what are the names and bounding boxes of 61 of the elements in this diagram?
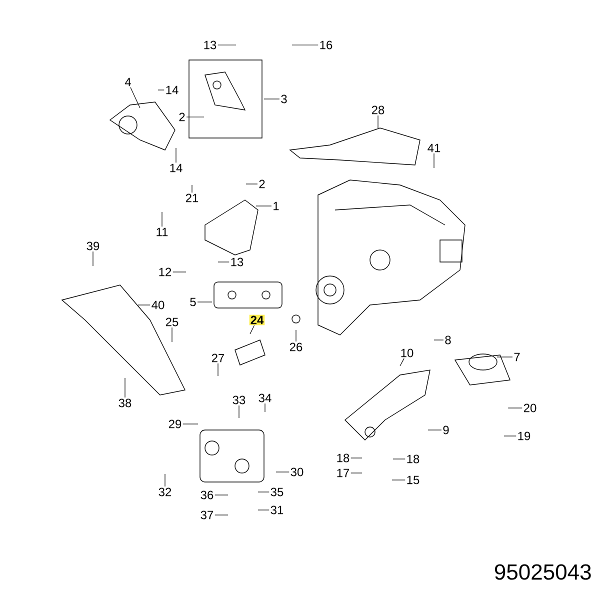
callout-number: 5: [190, 298, 196, 306]
callout-number: 38: [118, 398, 132, 408]
callout-number: 2: [259, 180, 265, 188]
leader-line: [264, 403, 266, 412]
callout-number: 26: [290, 342, 302, 352]
callout-number: 16: [320, 40, 332, 50]
leader-line: [124, 378, 126, 398]
leader-line: [292, 44, 318, 46]
callout-number: 33: [232, 396, 246, 404]
callout-number: 12: [159, 268, 172, 276]
callout-number: 40: [152, 300, 164, 310]
leader-line: [238, 405, 240, 418]
callout-number: 2: [179, 112, 185, 122]
part-number: 95025043: [494, 564, 591, 580]
callout-number: 20: [524, 404, 536, 412]
callout-number: 18: [337, 454, 350, 462]
leader-line: [350, 472, 362, 474]
leader-line: [130, 87, 140, 108]
callout-number: 32: [158, 488, 172, 496]
callout-number: 36: [200, 490, 214, 500]
callout-number: 15: [407, 476, 420, 484]
leader-line: [164, 474, 166, 487]
leader-line: [250, 325, 255, 334]
callout-number: 13: [231, 258, 244, 266]
callout-number: 31: [270, 506, 284, 514]
leader-line: [392, 458, 406, 460]
callout-number: 19: [518, 432, 530, 440]
leader-line: [214, 514, 228, 516]
callout-number: 30: [290, 468, 304, 476]
callout-number: 4: [124, 78, 131, 86]
callout-number: 3: [281, 94, 287, 104]
leader-line: [186, 116, 204, 118]
leader-line: [264, 98, 280, 100]
leader-line: [214, 494, 228, 496]
callout-number: 13: [204, 40, 216, 50]
leader-line: [218, 44, 236, 46]
callout-number: 29: [168, 420, 182, 428]
leader-line: [138, 304, 150, 306]
callout-number: 11: [156, 228, 168, 236]
callout-number: 7: [514, 352, 520, 362]
callout-number: 28: [372, 106, 384, 114]
leader-line: [400, 358, 404, 366]
callout-number: 10: [401, 348, 414, 358]
callout-number: 21: [186, 194, 198, 202]
leader-line: [496, 356, 513, 358]
callout-number: 14: [170, 164, 182, 172]
callout-number: 25: [166, 318, 178, 326]
leader-line: [92, 251, 94, 266]
callout-number: 39: [86, 242, 100, 250]
callout-number: 27: [212, 354, 224, 362]
callout-number: 35: [270, 488, 284, 496]
callout-number: 9: [443, 426, 449, 434]
callout-number: 14: [166, 86, 178, 94]
callout-number: 8: [445, 336, 451, 344]
highlighted-callout-number: 24: [249, 314, 265, 326]
callout-number: 37: [200, 510, 214, 520]
callout-number: 34: [258, 394, 272, 402]
callout-number: 41: [428, 144, 440, 152]
callout-number: 1: [274, 202, 279, 210]
callout-number: 17: [337, 468, 350, 478]
callout-number: 18: [407, 454, 420, 464]
